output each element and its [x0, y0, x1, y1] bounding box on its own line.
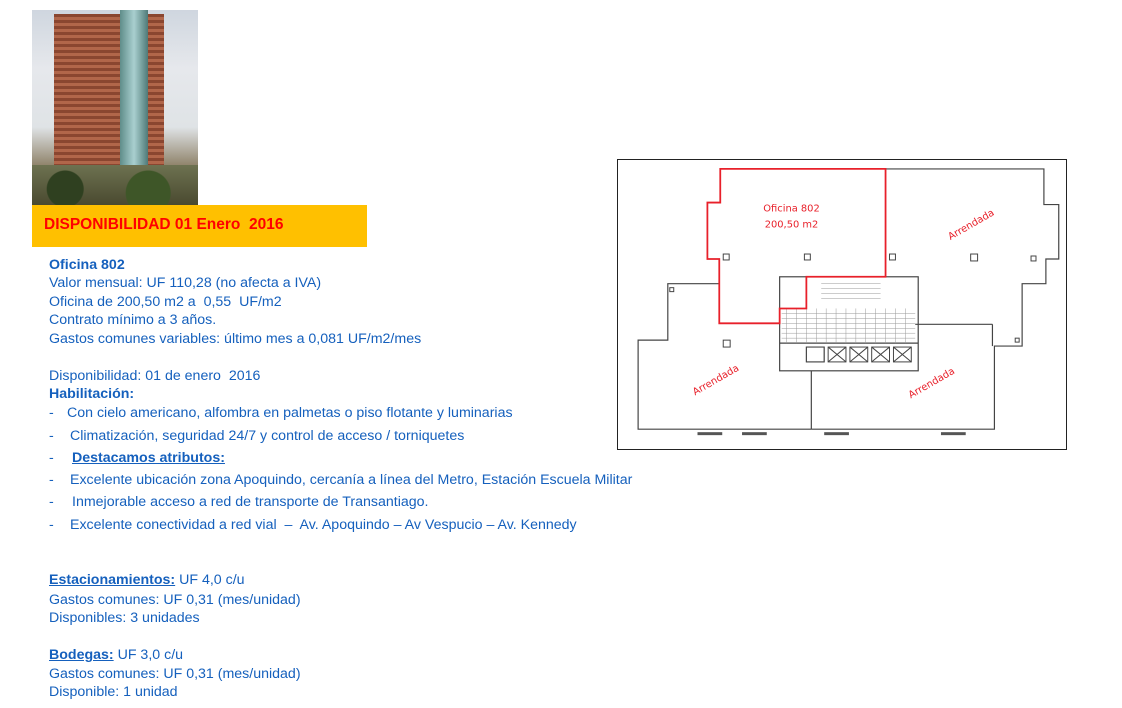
storage-price: UF 3,0 c/u: [113, 647, 184, 663]
parking-available: Disponibles: 3 unidades: [49, 610, 200, 626]
office-area-rate: Oficina de 200,50 m2 a 0,55 UF/m2: [49, 294, 282, 310]
storage-heading: Bodegas: UF 3,0 c/u: [49, 647, 183, 664]
parking-heading: Estacionamientos: UF 4,0 c/u: [49, 572, 245, 589]
office-label: Oficina 802: [763, 203, 819, 214]
leased-label-top-right: Arrendada: [946, 208, 996, 243]
building-photo: [32, 10, 198, 205]
bullet-item: Excelente conectividad a red vial – Av. …: [70, 517, 577, 533]
bullet-marker: -: [49, 517, 54, 533]
parking-title: Estacionamientos:: [49, 572, 176, 588]
storage-available: Disponible: 1 unidad: [49, 684, 178, 700]
availability-banner: DISPONIBILIDAD 01 Enero 2016: [32, 205, 367, 247]
floor-plan: Oficina 802 200,50 m2 Arrendada Arrendad…: [617, 159, 1067, 450]
bullet-marker: -: [49, 494, 54, 510]
bullet-item: Climatización, seguridad 24/7 y control …: [70, 428, 465, 444]
office-802-highlight: [706, 168, 887, 325]
core: [779, 276, 919, 372]
availability-date: Disponibilidad: 01 de enero 2016: [49, 368, 261, 384]
bullet-marker: -: [49, 428, 54, 444]
highlights-heading: Destacamos atributos:: [72, 450, 225, 466]
wall-outline-right: [811, 168, 1060, 430]
trees: [32, 165, 198, 205]
bullet-item: Excelente ubicación zona Apoquindo, cerc…: [70, 472, 633, 488]
common-expenses: Gastos comunes variables: último mes a 0…: [49, 331, 422, 347]
bullet-marker: -: [49, 450, 54, 466]
monthly-value: Valor mensual: UF 110,28 (no afecta a IV…: [49, 275, 322, 291]
storage-expenses: Gastos comunes: UF 0,31 (mes/unidad): [49, 666, 301, 682]
parking-price: UF 4,0 c/u: [175, 572, 245, 588]
floor-plan-drawing: Oficina 802 200,50 m2 Arrendada Arrendad…: [637, 168, 1060, 436]
bullet-item: Inmejorable acceso a red de transporte d…: [72, 494, 429, 510]
office-area-label: 200,50 m2: [765, 219, 819, 230]
bullet-marker: -: [49, 405, 54, 421]
bullet-item: Con cielo americano, alfombra en palmeta…: [67, 405, 513, 421]
wall-outline-left: [637, 283, 812, 430]
leased-label-bottom-left: Arrendada: [691, 363, 741, 398]
parking-expenses: Gastos comunes: UF 0,31 (mes/unidad): [49, 592, 301, 608]
bullet-marker: -: [49, 472, 54, 488]
availability-banner-text: DISPONIBILIDAD 01 Enero 2016: [44, 216, 284, 233]
storage-title: Bodegas:: [49, 647, 114, 663]
office-title: Oficina 802: [49, 257, 125, 273]
min-contract: Contrato mínimo a 3 años.: [49, 312, 217, 328]
fitout-title: Habilitación:: [49, 386, 135, 402]
